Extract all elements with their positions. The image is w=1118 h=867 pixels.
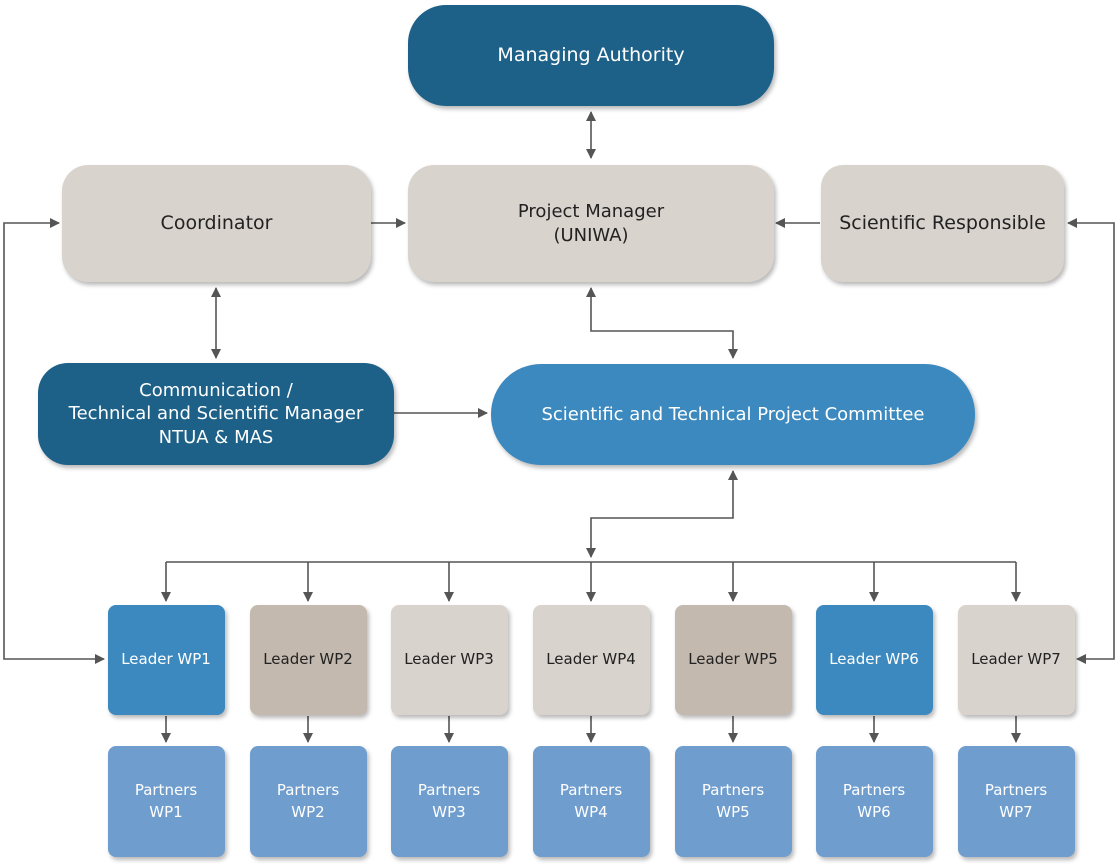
leader-wp4-box: Leader WP4: [532, 605, 650, 715]
project-manager-org: (UNIWA): [553, 224, 629, 246]
leader-wp3-box: Leader WP3: [390, 605, 508, 715]
leader-wp1-box: Leader WP1: [107, 605, 225, 715]
committee-label: Scientific and Technical Project Committ…: [541, 403, 925, 425]
leader-wp1-label: Leader WP1: [121, 650, 211, 669]
communication-manager-line1: Communication /: [139, 379, 293, 401]
partners-wp5-line1: Partners: [701, 780, 765, 799]
partners-wp2-line2: WP2: [291, 802, 325, 821]
partners-wp4-line1: Partners: [559, 780, 623, 799]
leader-wp5-label: Leader WP5: [688, 650, 778, 669]
leader-wp3-label: Leader WP3: [404, 650, 494, 669]
partners-wp5-line2: WP5: [716, 802, 750, 821]
managing-authority-label: Managing Authority: [497, 44, 685, 67]
partners-wp6-line1: Partners: [842, 780, 906, 799]
leader-wp7-label: Leader WP7: [971, 650, 1061, 669]
partners-wp3-line1: Partners: [417, 780, 481, 799]
leader-wp7-box: Leader WP7: [957, 605, 1075, 715]
communication-manager-line3: NTUA & MAS: [158, 426, 274, 448]
partners-wp6-line2: WP6: [857, 802, 891, 821]
partners-wp2-line1: Partners: [276, 780, 340, 799]
leader-wp5-box: Leader WP5: [674, 605, 792, 715]
communication-manager-box: Communication / Technical and Scientific…: [38, 363, 394, 465]
managing-authority-box: Managing Authority: [408, 5, 774, 106]
leader-wp2-label: Leader WP2: [263, 650, 353, 669]
partners-wp7-line1: Partners: [984, 780, 1048, 799]
leader-wp2-box: Leader WP2: [249, 605, 367, 715]
arrow-responsible-wp7: [1067, 218, 1115, 664]
project-manager-box: Project Manager (UNIWA): [408, 165, 774, 282]
leader-wp4-label: Leader WP4: [546, 650, 636, 669]
coordinator-label: Coordinator: [160, 212, 273, 235]
scientific-responsible-label: Scientific Responsible: [839, 212, 1046, 235]
arrow-committee-bus: [586, 470, 738, 558]
partners-wp7-line2: WP7: [999, 802, 1033, 821]
arrow-coordinator-wp1: [3, 218, 105, 664]
committee-box: Scientific and Technical Project Committ…: [491, 364, 975, 465]
communication-manager-line2: Technical and Scientific Manager: [68, 403, 364, 425]
scientific-responsible-box: Scientific Responsible: [821, 165, 1064, 282]
arrow-manager-committee: [586, 287, 738, 359]
project-manager-title: Project Manager: [517, 201, 665, 223]
coordinator-box: Coordinator: [62, 165, 371, 282]
partners-wp1-line1: Partners: [134, 780, 198, 799]
partners-wp4-line2: WP4: [574, 802, 608, 821]
partners-wp1-line2: WP1: [149, 802, 183, 821]
leader-wp6-label: Leader WP6: [829, 650, 919, 669]
leader-wp6-box: Leader WP6: [815, 605, 933, 715]
partners-wp3-line2: WP3: [432, 802, 466, 821]
